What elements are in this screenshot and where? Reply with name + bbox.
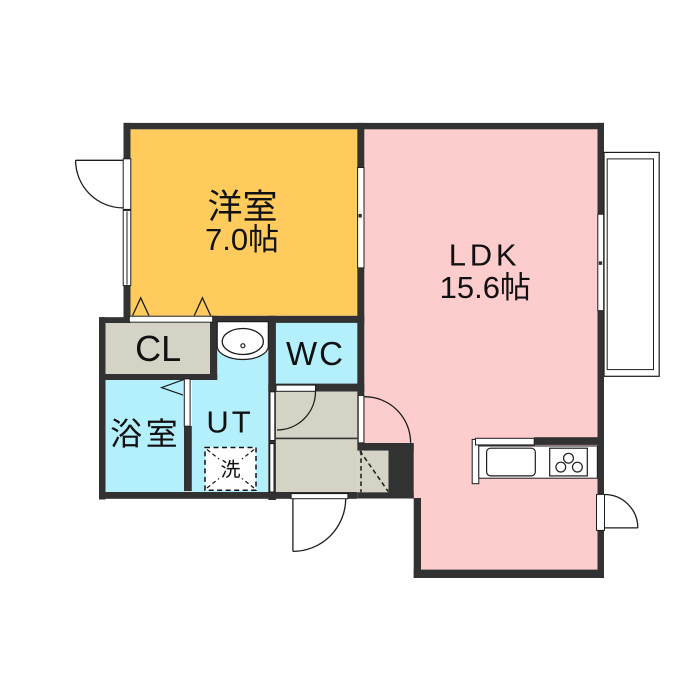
svg-text:15.6: 15.6	[440, 270, 500, 305]
svg-text:7.0: 7.0	[205, 222, 248, 257]
svg-text:UT: UT	[206, 404, 253, 439]
svg-text:LDK: LDK	[449, 237, 520, 272]
svg-text:CL: CL	[135, 328, 181, 369]
svg-text:WC: WC	[286, 335, 345, 372]
